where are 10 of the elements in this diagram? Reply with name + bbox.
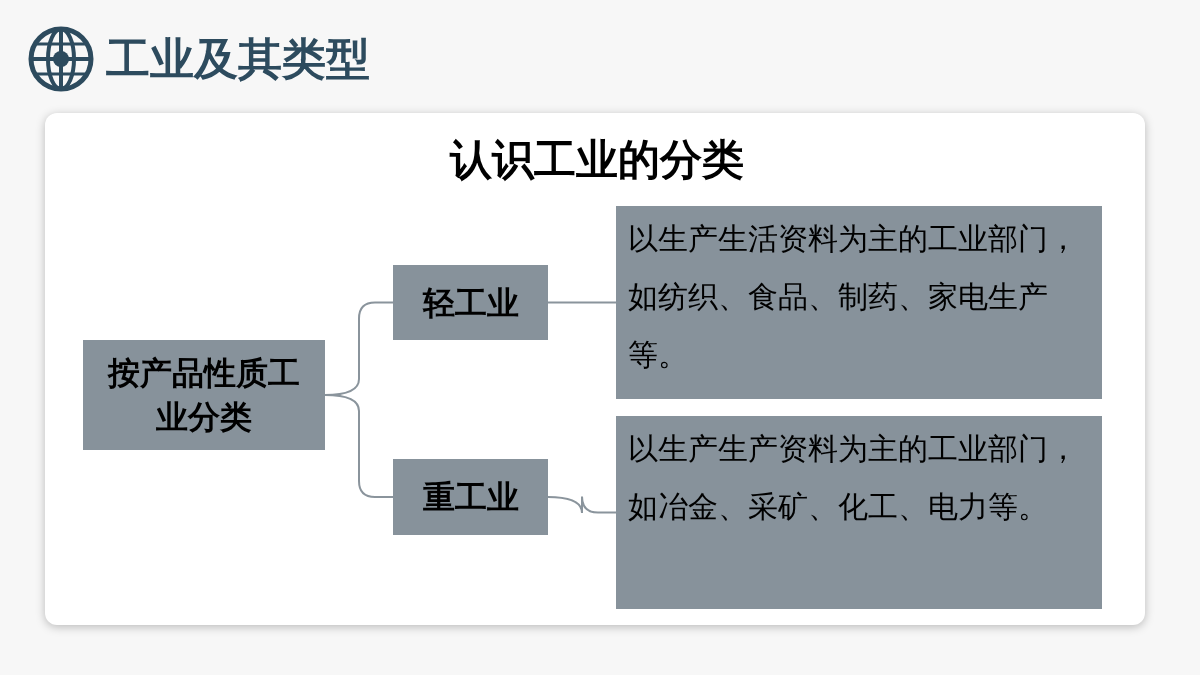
category-box: 按产品性质工业分类 <box>83 340 325 450</box>
description-box: 以生产生产资料为主的工业部门，如冶金、采矿、化工、电力等。 <box>616 416 1102 609</box>
type-box: 重工业 <box>393 459 548 535</box>
connector-line <box>547 495 617 514</box>
page-title: 工业及其类型 <box>106 37 370 81</box>
connector-line <box>324 394 394 498</box>
type-box: 轻工业 <box>393 265 548 340</box>
description-box: 以生产生活资料为主的工业部门，如纺织、食品、制药、家电生产等。 <box>616 206 1102 399</box>
connector-line <box>547 301 617 304</box>
card-heading: 认识工业的分类 <box>448 134 745 186</box>
